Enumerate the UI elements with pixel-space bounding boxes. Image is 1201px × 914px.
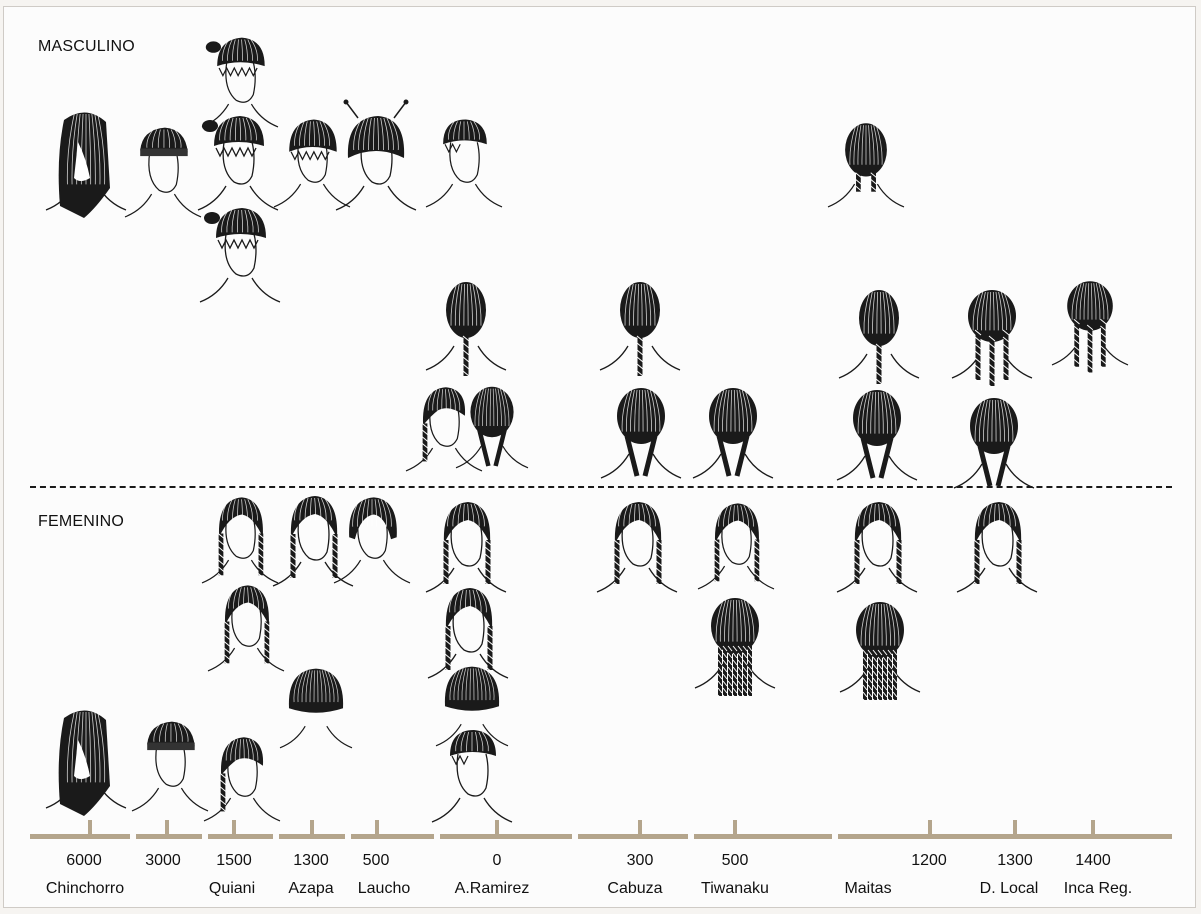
timeline-tick-0	[88, 820, 92, 835]
year-label-6000: 6000	[66, 852, 102, 870]
timeline-bar	[30, 834, 1172, 839]
timeline-tick-10	[1091, 820, 1095, 835]
year-label-1300: 1300	[293, 852, 329, 870]
timeline-gap-0	[130, 832, 136, 841]
timeline-gap-3	[345, 832, 351, 841]
culture-label-a-ramirez: A.Ramirez	[455, 880, 530, 898]
timeline-tick-1	[165, 820, 169, 835]
culture-label-inca-reg: Inca Reg.	[1064, 880, 1132, 898]
year-label-1200: 1200	[911, 852, 947, 870]
year-label-3000: 3000	[145, 852, 181, 870]
culture-label-chinchorro: Chinchorro	[46, 880, 124, 898]
timeline-tick-4	[375, 820, 379, 835]
timeline-tick-2	[232, 820, 236, 835]
timeline-gap-5	[572, 832, 578, 841]
year-label-500: 500	[363, 852, 390, 870]
year-label-1300b: 1300	[997, 852, 1033, 870]
culture-label-laucho: Laucho	[358, 880, 411, 898]
timeline-gap-7	[832, 832, 838, 841]
timeline-tick-9	[1013, 820, 1017, 835]
culture-label-cabuza: Cabuza	[607, 880, 662, 898]
timeline-gap-4	[434, 832, 440, 841]
year-label-0: 0	[493, 852, 502, 870]
timeline-tick-5	[495, 820, 499, 835]
culture-label-quiani: Quiani	[209, 880, 255, 898]
culture-label-maitas: Maitas	[844, 880, 891, 898]
timeline-tick-6	[638, 820, 642, 835]
timeline-tick-3	[310, 820, 314, 835]
timeline-gap-2	[273, 832, 279, 841]
timeline-gap-6	[688, 832, 694, 841]
timeline-tick-7	[733, 820, 737, 835]
timeline-tick-8	[928, 820, 932, 835]
year-label-1400: 1400	[1075, 852, 1111, 870]
year-label-1500: 1500	[216, 852, 252, 870]
timeline-gap-1	[202, 832, 208, 841]
culture-label-tiwanaku: Tiwanaku	[701, 880, 769, 898]
culture-label-d-local: D. Local	[980, 880, 1039, 898]
year-label-500b: 500	[722, 852, 749, 870]
year-label-300: 300	[627, 852, 654, 870]
culture-label-azapa: Azapa	[288, 880, 333, 898]
